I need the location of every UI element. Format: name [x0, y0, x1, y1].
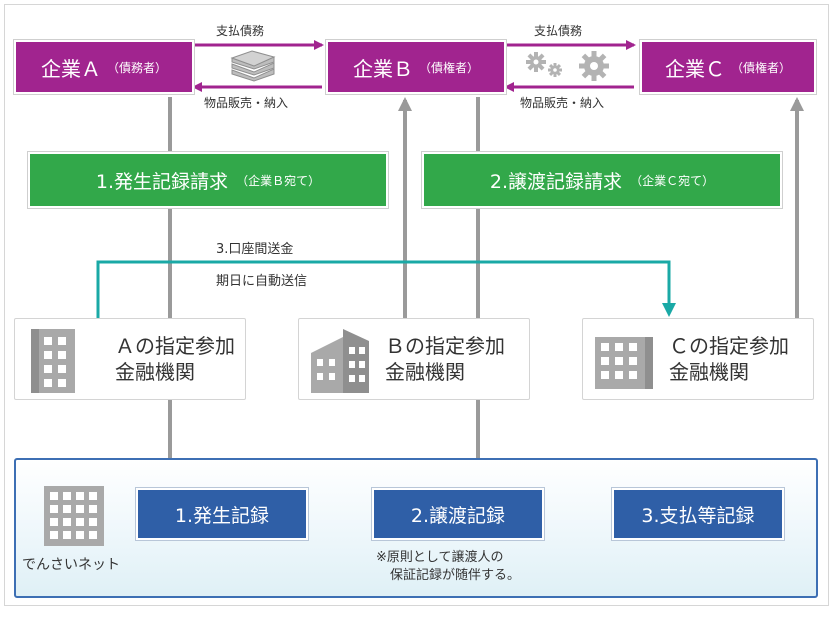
request-issue-sub: （企業Ｂ宛て） [236, 173, 321, 188]
bank-c-line1: Ｃの指定参加 [669, 334, 789, 358]
company-a-name: 企業Ａ [40, 56, 101, 81]
company-c-role: （債権者） [730, 60, 791, 75]
bank-building-icon [595, 337, 653, 389]
label-ab-goods: 物品販売・納入 [204, 96, 289, 110]
bank-c-line2: 金融機関 [669, 360, 749, 384]
bank-c-box: Ｃの指定参加 金融機関 [582, 318, 814, 400]
record-payment-box: 3.支払等記録 [612, 488, 784, 540]
company-c-box: 企業Ｃ （債権者） [640, 40, 816, 94]
label-bc-goods: 物品販売・納入 [520, 96, 605, 110]
bank-building-icon [31, 329, 75, 393]
bank-a-line2: 金融機関 [115, 360, 195, 384]
company-b-box: 企業Ｂ （債権者） [326, 40, 506, 94]
densai-net-name: でんさいネット [22, 557, 120, 573]
request-transfer-box: 2.譲渡記録請求 （企業Ｃ宛て） [422, 152, 782, 208]
company-b-name: 企業Ｂ [352, 56, 413, 81]
bank-building-icon [311, 329, 369, 393]
company-a-role: （債務者） [106, 60, 167, 75]
bank-b-line1: Ｂの指定参加 [385, 334, 505, 358]
densai-note-line2: 保証記録が随伴する。 [390, 568, 521, 583]
transfer-line [96, 260, 676, 322]
request-issue-box: 1.発生記録請求 （企業Ｂ宛て） [28, 152, 388, 208]
transfer-label: 3.口座間送金 [216, 242, 294, 257]
company-c-name: 企業Ｃ [664, 56, 725, 81]
label-bc-debt: 支払債務 [534, 24, 583, 38]
gears-icon [526, 51, 609, 81]
densai-building-icon [44, 486, 104, 546]
bank-a-box: Ａの指定参加 金融機関 [14, 318, 246, 400]
record-transfer-box: 2.譲渡記録 [372, 488, 544, 540]
bank-b-box: Ｂの指定参加 金融機関 [298, 318, 530, 400]
request-transfer-label: 2.譲渡記録請求 [489, 170, 623, 193]
label-ab-debt: 支払債務 [216, 24, 265, 38]
densai-note-line1: ※原則として譲渡人の [376, 550, 504, 565]
company-b-role: （債権者） [418, 60, 479, 75]
record-issue-box: 1.発生記録 [136, 488, 308, 540]
transfer-sub: 期日に自動送信 [216, 274, 308, 289]
bank-a-line1: Ａの指定参加 [115, 334, 235, 358]
money-stack-icon [230, 50, 276, 82]
request-issue-label: 1.発生記録請求 [95, 170, 229, 193]
bank-b-line2: 金融機関 [385, 360, 465, 384]
request-transfer-sub: （企業Ｃ宛て） [630, 173, 715, 188]
company-a-box: 企業Ａ （債務者） [14, 40, 194, 94]
